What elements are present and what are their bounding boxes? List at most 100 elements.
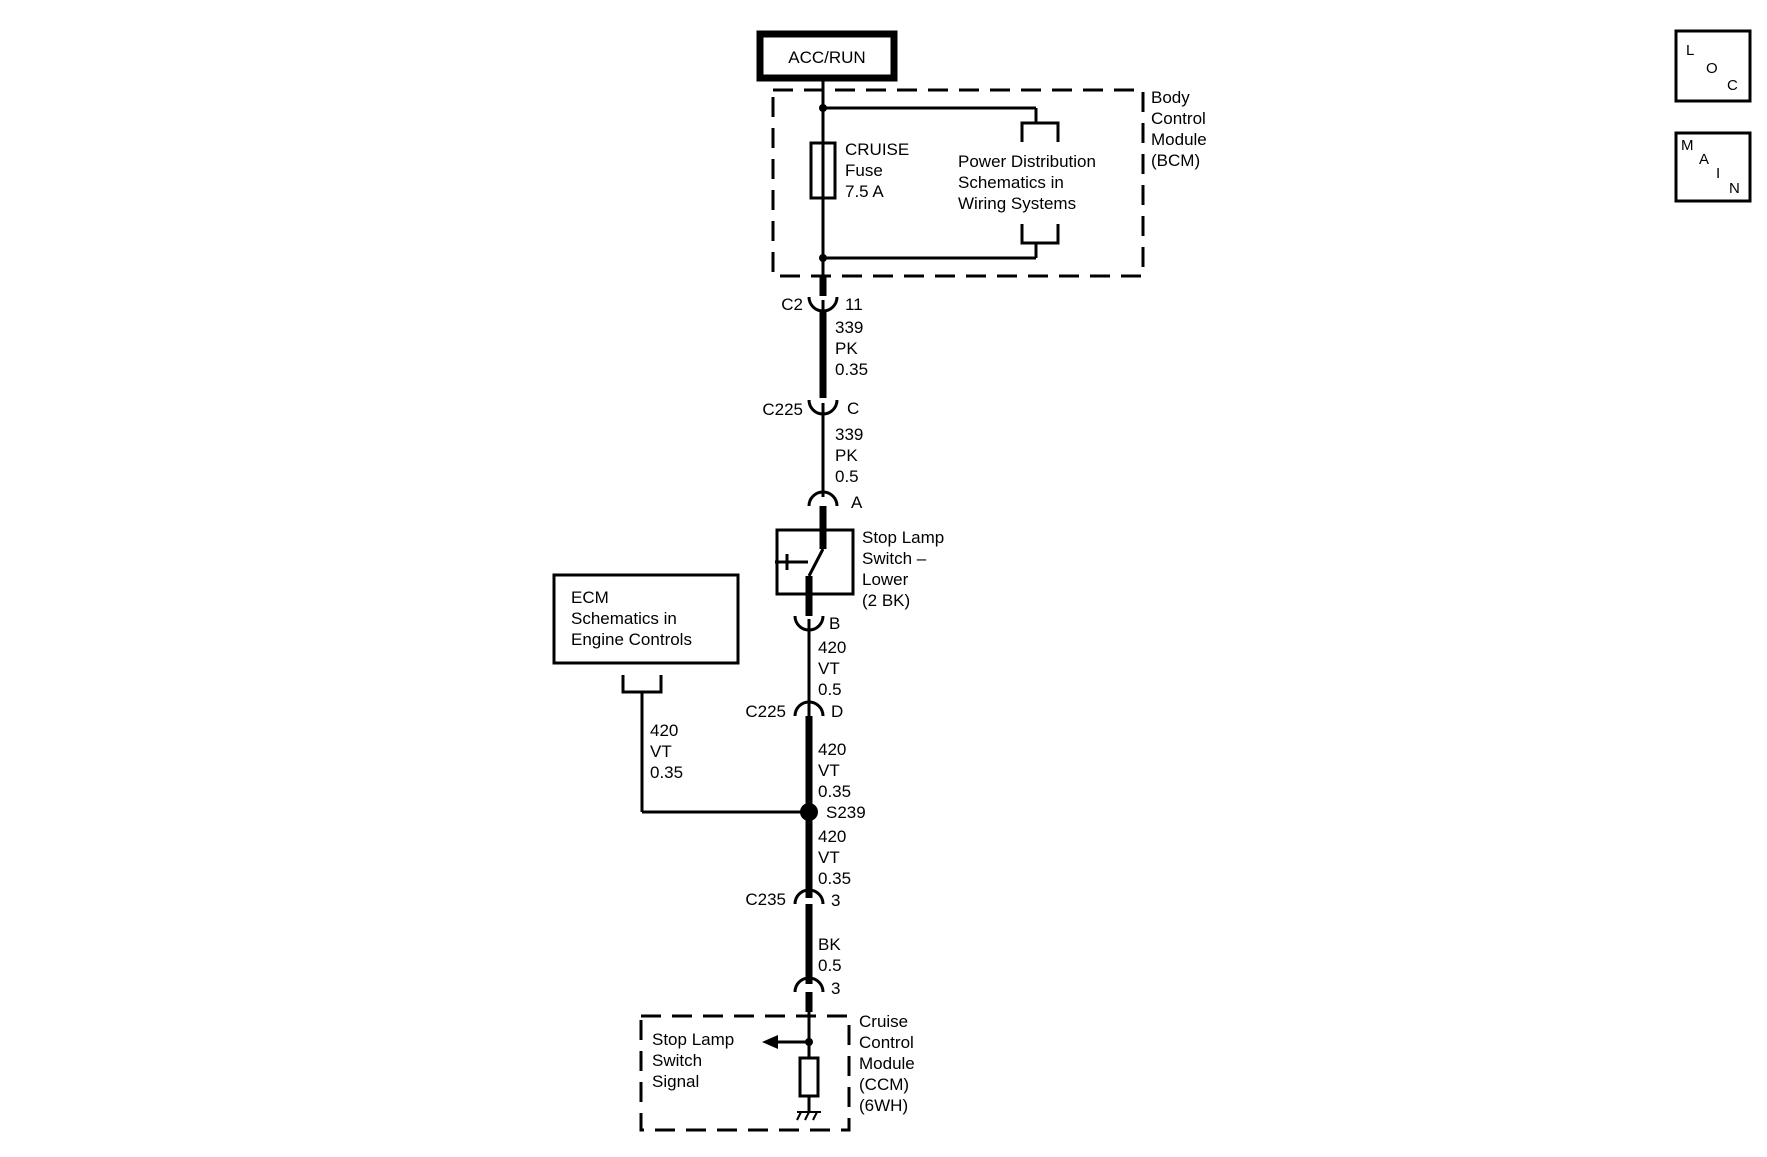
wire1-line-2: PK <box>835 339 858 358</box>
connector-c235-pin: 3 <box>831 891 840 910</box>
main-nav-button[interactable]: M A I N <box>1674 131 1752 203</box>
connector-c225-c-pin: C <box>847 399 859 418</box>
connector-c235-name: C235 <box>745 890 786 909</box>
ccm-label-line-5: (6WH) <box>859 1096 908 1115</box>
power-dist-ref-bracket-bottom <box>1020 224 1060 245</box>
ecm-label-line-3: Engine Controls <box>571 630 692 649</box>
ecm-wire-line-2: VT <box>650 742 672 761</box>
wire-339-pk-035-label: 339 PK 0.35 <box>835 318 868 379</box>
stop-switch-pin-a: A <box>807 490 863 530</box>
switch-contact-icon <box>807 548 825 577</box>
connector-c225-d-symbol <box>793 700 825 717</box>
ecm-label-line-1: ECM <box>571 588 609 607</box>
bcm-label-line-4: (BCM) <box>1151 151 1200 170</box>
ccm-pin-3-symbol <box>793 976 825 993</box>
cruise-fuse: CRUISE Fuse 7.5 A <box>809 140 909 201</box>
stop-switch-pin-a-symbol <box>807 490 839 507</box>
fuse-label-line-1: CRUISE <box>845 140 909 159</box>
bcm-label-line-2: Control <box>1151 109 1206 128</box>
ccm-pin-3-label: 3 <box>831 979 840 998</box>
power-dist-line-2: Schematics in <box>958 173 1064 192</box>
connector-c235-symbol <box>793 888 825 905</box>
main-letter-4: N <box>1729 180 1740 197</box>
connector-c2: C2 11 <box>781 276 863 314</box>
wire-339-pk-05-label: 339 PK 0.5 <box>835 425 863 486</box>
power-dist-line-3: Wiring Systems <box>958 194 1076 213</box>
wire3-line-1: 420 <box>818 638 846 657</box>
wire2-line-1: 339 <box>835 425 863 444</box>
wire-420-vt-035-lower-label: 420 VT 0.35 <box>818 827 851 888</box>
ecm-reference: ECM Schematics in Engine Controls 420 VT… <box>552 573 809 814</box>
ccm-signal-line-1: Stop Lamp <box>652 1030 734 1049</box>
wire5-line-2: VT <box>818 848 840 867</box>
bcm-label-line-1: Body <box>1151 88 1190 107</box>
splice-label: S239 <box>826 803 866 822</box>
connector-c225-d-name: C225 <box>745 702 786 721</box>
ccm-signal-line-2: Switch <box>652 1051 702 1070</box>
wire2-line-2: PK <box>835 446 858 465</box>
ccm-label: Cruise Control Module (CCM) (6WH) <box>859 1012 915 1115</box>
wire4-line-1: 420 <box>818 740 846 759</box>
ccm-label-line-2: Control <box>859 1033 914 1052</box>
stop-switch-pin-b-label: B <box>829 614 840 633</box>
fuse-label-line-3: 7.5 A <box>845 182 884 201</box>
power-dist-line-1: Power Distribution <box>958 152 1096 171</box>
wire-420-vt-05-label: 420 VT 0.5 <box>818 638 846 699</box>
stop-lamp-switch: Stop Lamp Switch – Lower (2 BK) <box>775 528 944 616</box>
loc-nav-button[interactable]: L O C <box>1674 29 1752 103</box>
ecm-wire-line-1: 420 <box>650 721 678 740</box>
ccm-signal-line-3: Signal <box>652 1072 699 1091</box>
loc-letter-2: O <box>1706 60 1718 77</box>
main-letter-2: A <box>1699 151 1709 168</box>
wire5-line-1: 420 <box>818 827 846 846</box>
ccm-internals: Stop Lamp Switch Signal <box>652 1012 821 1121</box>
wire-420-vt-035-upper-label: 420 VT 0.35 <box>818 740 851 801</box>
ccm-boundary <box>639 1014 851 1132</box>
ground-icon <box>796 1111 821 1121</box>
signal-arrow-icon <box>762 1035 778 1049</box>
bcm-label-line-3: Module <box>1151 130 1207 149</box>
wire2-line-3: 0.5 <box>835 467 859 486</box>
acc-run-label: ACC/RUN <box>788 48 865 67</box>
ccm-label-line-4: (CCM) <box>859 1075 909 1094</box>
power-dist-ref-bracket-top <box>1020 121 1060 142</box>
wire5-line-3: 0.35 <box>818 869 851 888</box>
stop-switch-label-line-3: Lower <box>862 570 909 589</box>
stop-switch-label-line-2: Switch – <box>862 549 927 568</box>
connector-c2-name: C2 <box>781 295 803 314</box>
connector-c225-d-pin: D <box>831 702 843 721</box>
power-distribution-reference: Power Distribution Schematics in Wiring … <box>958 152 1096 213</box>
connector-c235: C235 3 <box>745 888 840 918</box>
ccm-label-line-3: Module <box>859 1054 915 1073</box>
main-letter-1: M <box>1681 137 1694 154</box>
connector-c2-pin: 11 <box>845 295 863 314</box>
wire6-line-2: 0.5 <box>818 956 842 975</box>
ecm-wire-line-3: 0.35 <box>650 763 683 782</box>
acc-run-power-source: ACC/RUN <box>756 30 898 82</box>
wire-bk-05-label: BK 0.5 <box>818 935 842 975</box>
connector-c225-c-name: C225 <box>762 400 803 419</box>
pulldown-resistor-icon <box>798 1056 820 1098</box>
ecm-reference-box <box>552 573 740 665</box>
main-letter-3: I <box>1716 165 1720 182</box>
loc-letter-1: L <box>1686 42 1694 59</box>
loc-letter-3: C <box>1727 77 1738 94</box>
ecm-label-line-2: Schematics in <box>571 609 677 628</box>
stop-switch-label-line-4: (2 BK) <box>862 591 910 610</box>
wire3-line-2: VT <box>818 659 840 678</box>
fuse-label-line-2: Fuse <box>845 161 883 180</box>
ecm-ref-bracket <box>621 675 663 694</box>
connector-c225-c: C225 C <box>762 399 859 422</box>
stop-switch-label-line-1: Stop Lamp <box>862 528 944 547</box>
wire1-line-3: 0.35 <box>835 360 868 379</box>
stop-switch-pin-b: B <box>793 614 840 636</box>
bcm-label: Body Control Module (BCM) <box>1151 88 1207 170</box>
wire4-line-3: 0.35 <box>818 782 851 801</box>
wire4-line-2: VT <box>818 761 840 780</box>
stop-switch-pin-a-label: A <box>851 493 863 512</box>
ccm-pin-3: 3 <box>793 976 840 1012</box>
wire6-line-1: BK <box>818 935 841 954</box>
wire3-line-3: 0.5 <box>818 680 842 699</box>
connector-c225-d: C225 D <box>745 700 843 730</box>
